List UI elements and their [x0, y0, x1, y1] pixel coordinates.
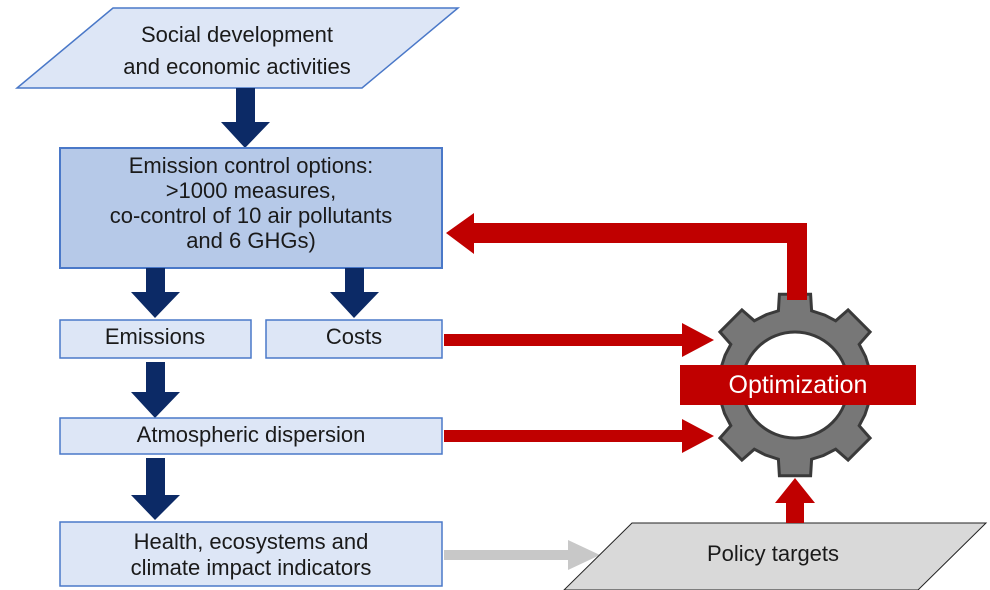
optimization-banner [680, 365, 916, 405]
arrow-impacts-to-policy [444, 540, 600, 570]
arrow-costs-to-optimization [444, 323, 714, 357]
arrow-dispersion-to-optimization [444, 419, 714, 453]
dispersion-label: Atmospheric dispersion [137, 422, 366, 447]
arrow-feedback-loop [446, 213, 807, 300]
emissions-label: Emissions [105, 324, 205, 349]
arrow-dispersion-to-impacts [131, 458, 180, 520]
emissions-box [59, 319, 252, 359]
arrow-control-to-costs [330, 268, 379, 318]
input-label-line2: and economic activities [123, 54, 350, 79]
arrow-input-to-control [221, 88, 270, 148]
arrow-emissions-to-dispersion [131, 362, 180, 418]
emission-control-line2: >1000 measures, [166, 178, 337, 203]
emission-control-line4: and 6 GHGs) [186, 228, 316, 253]
costs-box [265, 319, 443, 359]
emission-control-line1: Emission control options: [129, 153, 374, 178]
arrow-policy-to-optimization [775, 478, 815, 523]
policy-targets-label: Policy targets [707, 541, 839, 566]
dispersion-box [59, 417, 443, 455]
impacts-box [59, 521, 443, 587]
policy-targets-parallelogram [563, 522, 988, 590]
arrow-control-to-emissions [131, 268, 180, 318]
costs-label: Costs [326, 324, 382, 349]
emission-control-box [59, 147, 443, 269]
impacts-line2: climate impact indicators [131, 555, 372, 580]
input-label-line1: Social development [141, 22, 333, 47]
impacts-line1: Health, ecosystems and [134, 529, 369, 554]
emission-control-line3: co-control of 10 air pollutants [110, 203, 393, 228]
optimization-label: Optimization [729, 371, 868, 399]
input-parallelogram [14, 7, 461, 89]
